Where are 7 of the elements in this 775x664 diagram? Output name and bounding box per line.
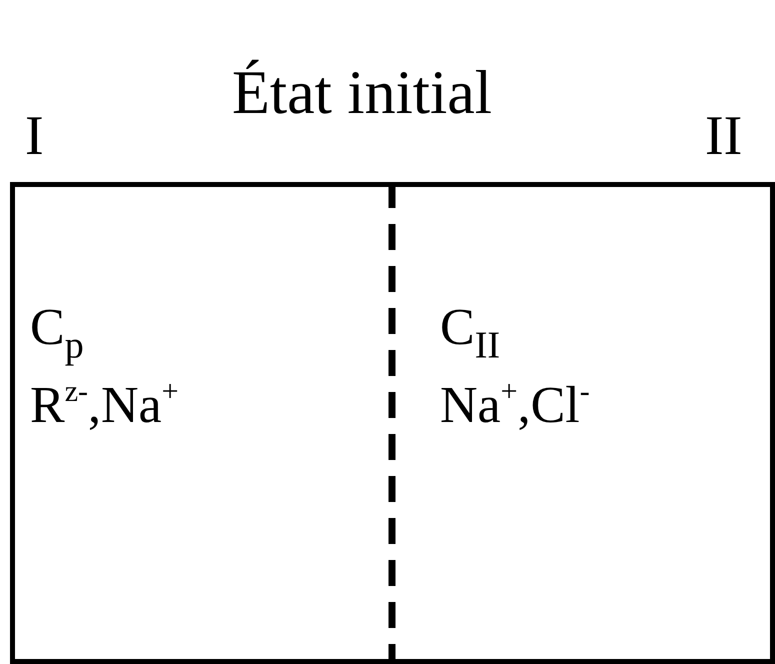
- compartment-label: I: [25, 108, 44, 164]
- compartment-label: II: [705, 108, 742, 164]
- concentration-label: C$_{II}$: [440, 302, 500, 364]
- concentration-label: C$_{p}$: [30, 302, 84, 364]
- ion-list: Na$^{+}$,Cl$^{-}$: [440, 380, 590, 432]
- diagram-title: État initial: [232, 62, 492, 124]
- ion-list: R$^{z-}$,Na$^{+}$: [30, 380, 179, 432]
